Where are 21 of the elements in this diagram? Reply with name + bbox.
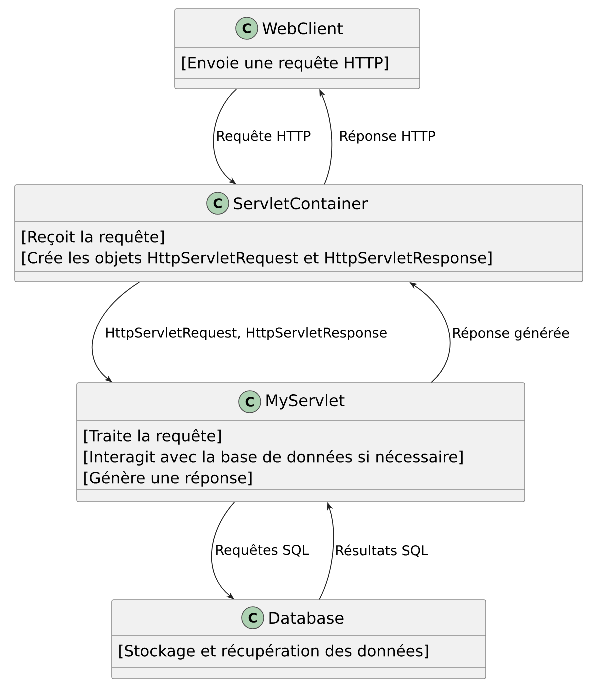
class-name: Database bbox=[270, 612, 344, 624]
class-box bbox=[174, 8, 420, 90]
edge-label: Réponse générée bbox=[451, 326, 571, 342]
class-name: ServletContainer bbox=[234, 197, 368, 210]
member-text: [Reçoit la requête] bbox=[22, 230, 164, 246]
edge-label: Réponse HTTP bbox=[338, 129, 437, 145]
edge-label: Résultats SQL bbox=[334, 544, 430, 558]
member-text: [Génère une réponse] bbox=[84, 471, 252, 487]
edge-label: Requêtes SQL bbox=[214, 543, 310, 559]
class-name: MyServlet bbox=[266, 394, 345, 410]
member-text: [Interagit avec la base de données si nécessaire] bbox=[84, 450, 463, 466]
class-box bbox=[76, 382, 526, 502]
member-text: [Traite la requête] bbox=[84, 429, 221, 445]
member-text: [Stockage et récupération des données] bbox=[120, 644, 428, 660]
member-text: [Envoie une requête HTTP] bbox=[182, 56, 388, 72]
class-box bbox=[112, 600, 486, 680]
class-name: WebClient bbox=[262, 22, 344, 35]
edge-label: HttpServletRequest, HttpServletResponse bbox=[104, 326, 389, 342]
class-box bbox=[14, 184, 584, 282]
edge-label: Requête HTTP bbox=[215, 129, 312, 145]
member-text: [Crée les objets HttpServletRequest et HttpServletResponse] bbox=[22, 251, 492, 267]
